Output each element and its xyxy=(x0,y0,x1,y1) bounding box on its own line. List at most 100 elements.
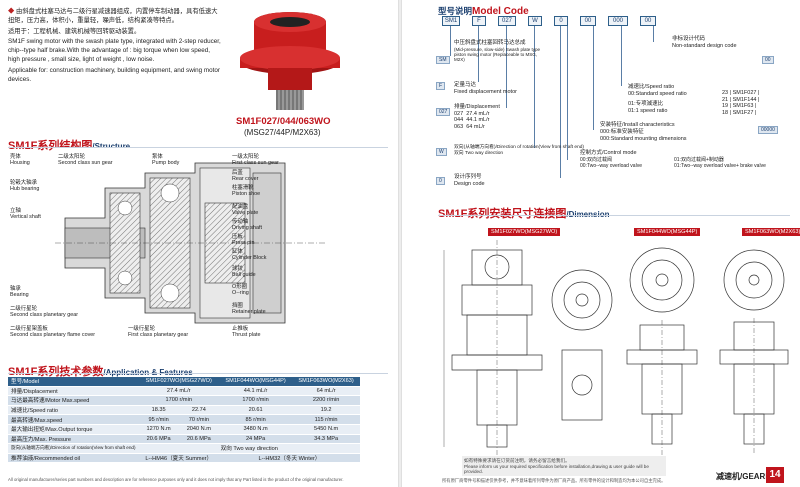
code-tag: 00 xyxy=(762,56,774,64)
intro-cn-2: 适用于：工程机械、建筑机械等回转驱动装置。 xyxy=(8,27,141,35)
spec-row: 推荐油液/Recommended oil L--HM46（夏天 Summer） … xyxy=(8,453,360,464)
spec-cell: 19.2 xyxy=(292,405,360,416)
code-ctrl-00: 00:双向过载阀 00:Two--way overload valve xyxy=(580,157,642,169)
spec-cell: 1270 N.m xyxy=(138,424,179,435)
code-leader xyxy=(560,26,561,178)
spec-header-cell: SM1F044WO(MSG44P) xyxy=(218,377,293,387)
code-install-std: 000:标准安装特征 000:Standard mounting dimensi… xyxy=(600,129,687,142)
spec-cell: 20.6 MPa xyxy=(138,434,179,445)
structure-title-en: /Structure xyxy=(92,142,130,151)
code-box: 000 xyxy=(608,16,628,26)
spec-title-en: /Application & Features xyxy=(103,368,192,377)
left-footer: All original manufacturer/series part nu… xyxy=(8,477,344,482)
spec-row: 最高转速/Max.speed 95 r/min 70 r/min 85 r/mi… xyxy=(8,414,360,425)
model-code-boxes: SM1 F 027 W 0 00 000 00 xyxy=(442,16,702,26)
code-direction: 双向(从轴端方向看)/Direction of rotation(View fr… xyxy=(454,145,584,156)
spec-row: 最高压力/Max. Pressure 20.6 MPa 20.6 MPa 24 … xyxy=(8,434,360,445)
code-box: 00 xyxy=(640,16,656,26)
section-divider xyxy=(8,147,388,148)
spec-row: 最大输出扭矩/Max.Output torque 1270 N.m 2040 N… xyxy=(8,424,360,435)
spec-cell: 44.1 mL/r xyxy=(218,386,293,397)
spec-cell: 1700 r/min xyxy=(138,395,219,406)
code-leader xyxy=(621,26,622,86)
code-tag: 00000 xyxy=(758,126,778,134)
code-leader xyxy=(478,26,479,82)
spec-cell: 推荐油液/Recommended oil xyxy=(8,453,139,464)
spec-row: 减速比/Speed ratio 18.35 22.74 20.61 19.2 xyxy=(8,405,360,416)
code-leader xyxy=(653,26,654,42)
code-box: 00 xyxy=(580,16,596,26)
spec-cell: 27.4 mL/r xyxy=(138,386,219,397)
code-leader xyxy=(593,26,594,130)
code-ctrl-01: 01:双向过载阀+制动器 01:Two--way overload valve+… xyxy=(674,157,766,169)
spec-cell: 最高转速/Max.speed xyxy=(8,414,139,425)
brand-label: 减速机/GEARBOX xyxy=(716,472,783,481)
spec-cell: 旋向(从轴端方向看)/Direction of rotation(View fr… xyxy=(8,443,139,454)
spec-cell: 3480 N.m xyxy=(218,424,293,435)
code-tag: 0 xyxy=(436,177,445,185)
product-caption: SM1F027/044/063WO xyxy=(236,116,331,127)
spec-cell: 115 r/min xyxy=(292,414,360,425)
dim-title-063: SM1F063WO(M2X63) xyxy=(742,228,800,236)
code-tag: SM xyxy=(436,56,450,64)
code-leader xyxy=(450,26,451,56)
spec-section-title: SM1F系列技术参数/Application & Features xyxy=(8,363,193,379)
spec-header-cell: SM1F027WO(MSG27WO) xyxy=(138,377,219,387)
spec-cell: 马达最高转速/Motor Max.speed xyxy=(8,395,139,406)
code-box: SM1 xyxy=(442,16,460,26)
spec-cell: 1700 r/min xyxy=(218,395,293,406)
intro-en-2: Applicable for: construction machinery, … xyxy=(8,66,220,83)
spec-cell: 70 r/min xyxy=(178,414,219,425)
spec-cell: 5450 N.m xyxy=(292,424,360,435)
spec-cell: 最大输出扭矩/Max.Output torque xyxy=(8,424,139,435)
spec-cell: L--HM46（夏天 Summer） xyxy=(138,453,219,464)
spec-header-cell: SM1F063WO(M2X63) xyxy=(292,377,360,387)
section-divider xyxy=(8,373,388,374)
spec-cell: 64 mL/r xyxy=(292,386,360,397)
dimension-section-title: SM1F系列安装尺寸连接图/Dimension xyxy=(438,205,609,221)
dim-title-cn: SM1F系列安装尺寸连接图 xyxy=(438,208,567,220)
spec-cell: 24 MPa xyxy=(218,434,293,445)
spec-cell: 34.3 MPa xyxy=(292,434,360,445)
code-install-title: 安装特征/Install characteristics xyxy=(600,122,675,128)
structure-cross-section xyxy=(55,148,325,338)
install-note-cn: 如有特殊要求请在订货前注明，请务必留言给我们。 xyxy=(464,458,570,463)
code-ratio-list: 23 | SM1F027 | 21 | SM1F144 | 19 | SM1F6… xyxy=(722,90,760,116)
intro-cn-1: 由斜盘式柱塞马达与二级行星减速器组成，内置停车制动器，具有低速大扭矩，压力高，体… xyxy=(8,8,218,24)
code-ratio-std: 00:Standard speed ratio xyxy=(628,91,687,97)
code-leader xyxy=(506,26,507,108)
page-number: 14 xyxy=(766,467,784,483)
code-tag: 027 xyxy=(436,108,451,116)
left-page: ◆ 由斜盘式柱塞马达与二级行星减速器组成，内置停车制动器，具有低速大扭矩，压力高… xyxy=(0,0,398,487)
code-box: 0 xyxy=(554,16,568,26)
code-box: W xyxy=(528,16,542,26)
intro-en-1: SM1F swing motor with the swash plate ty… xyxy=(8,38,221,64)
spec-cell: 95 r/min xyxy=(138,414,179,425)
spec-cell: 排量/Displacement xyxy=(8,386,139,397)
spec-cell: L--HM32（冬天 Winter） xyxy=(218,453,360,464)
install-note: 如有特殊要求请在订货前注明，请务必留言给我们。 Please inform us… xyxy=(462,456,666,476)
dimension-drawing-027 xyxy=(443,240,613,455)
spec-cell: 20.61 xyxy=(218,405,293,416)
dim-title-027: SM1F027WO(MSG27WO) xyxy=(488,228,561,236)
spec-cell: 18.35 xyxy=(138,405,179,416)
spec-cell: 2040 N.m xyxy=(178,424,219,435)
right-footer: 所有原厂商零件号和描述仅供参考，并不意味着所列零件为原厂商产品。所有零件的设计和… xyxy=(442,478,666,483)
